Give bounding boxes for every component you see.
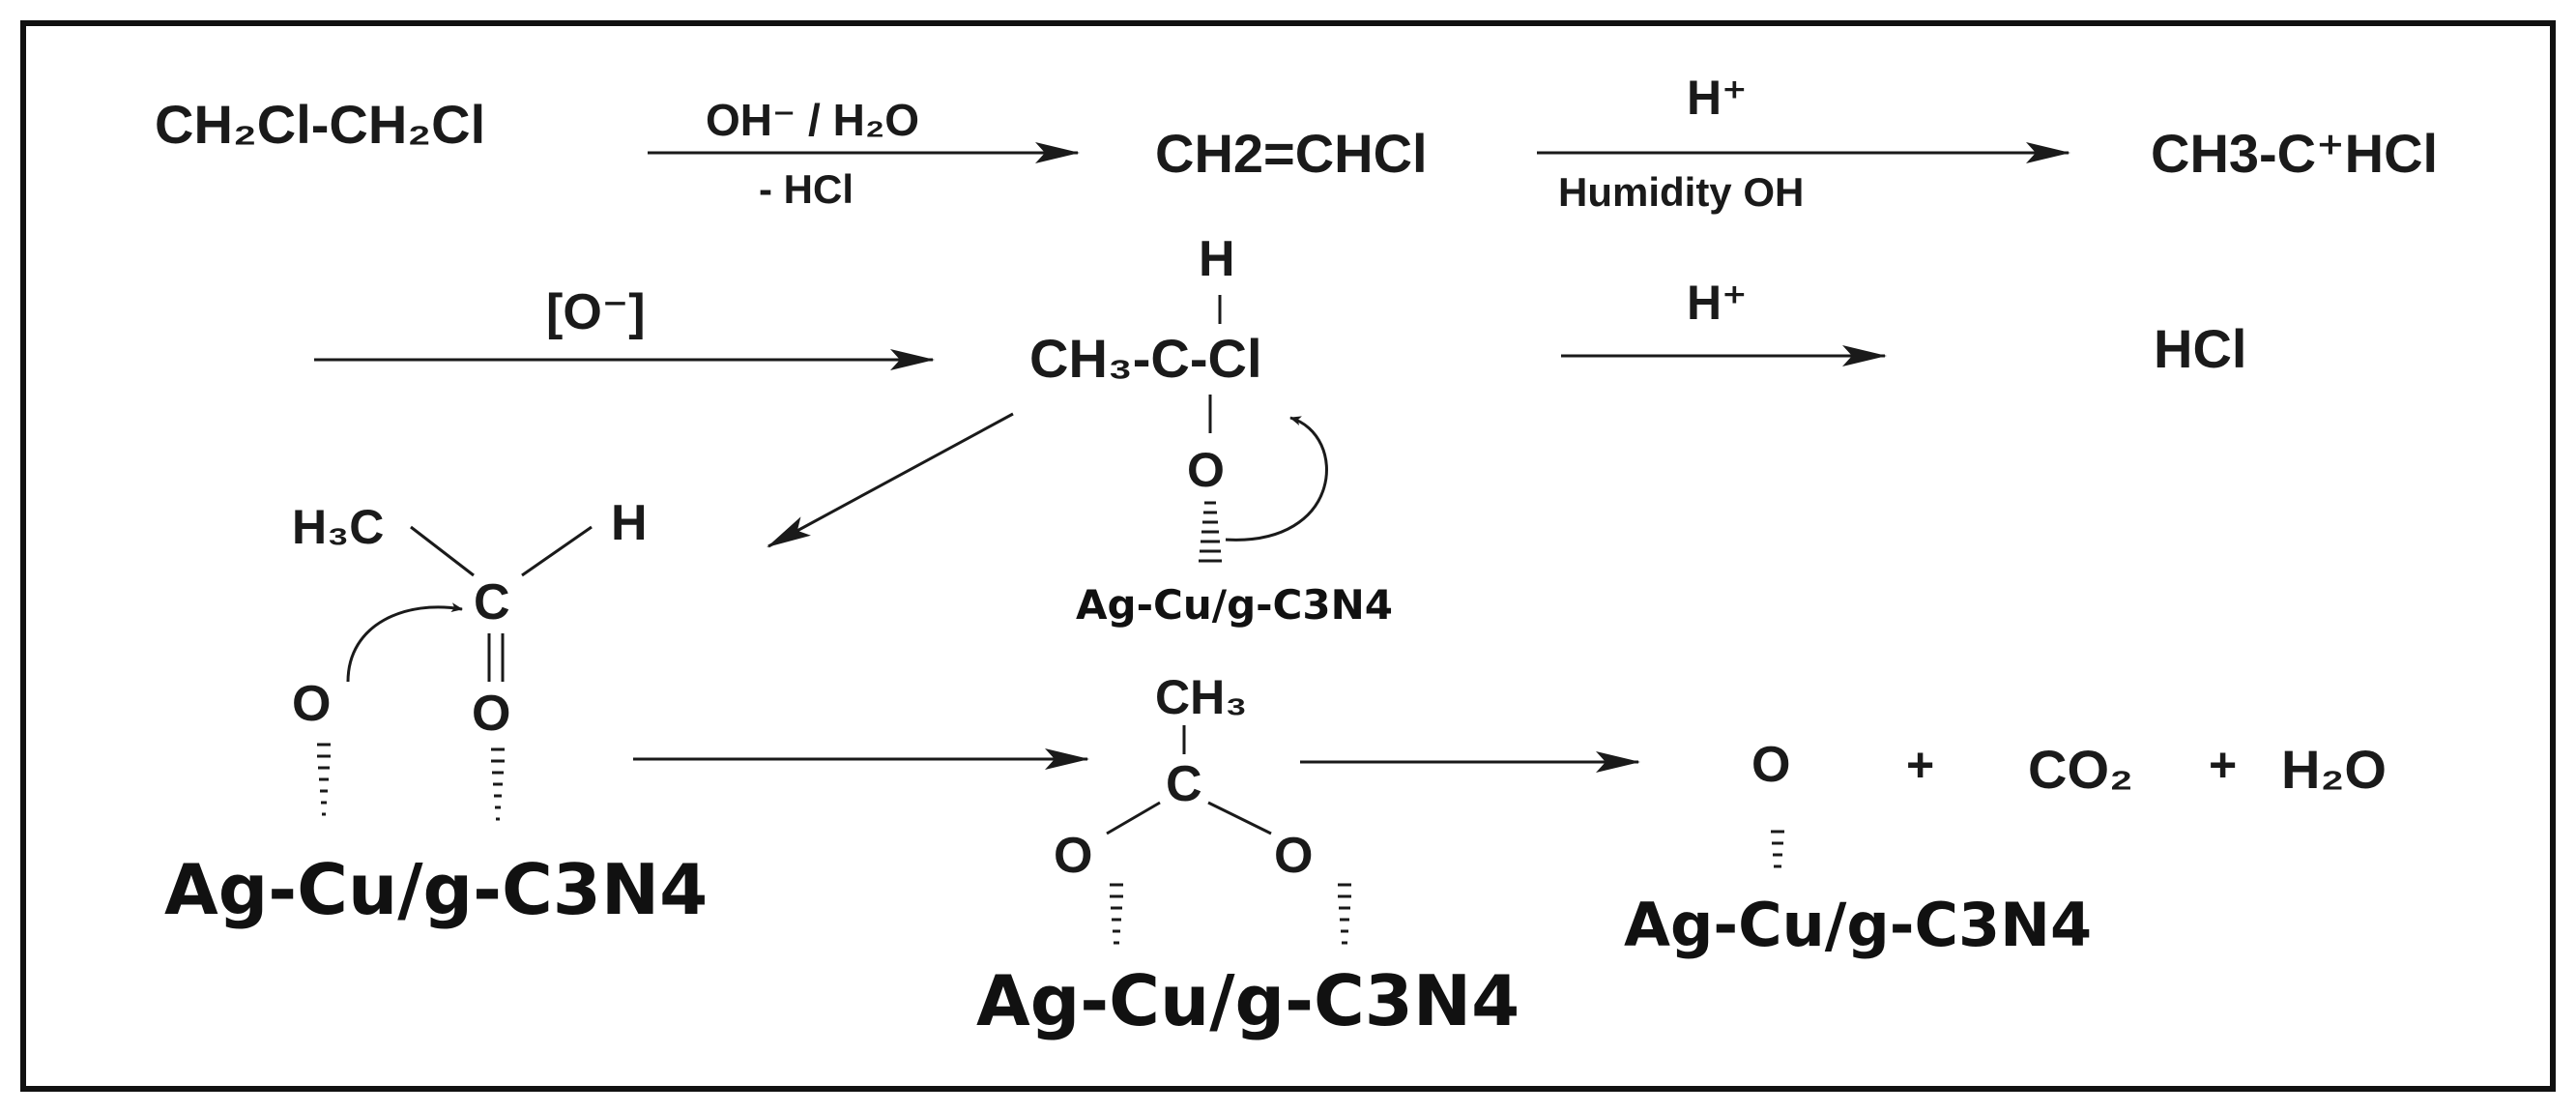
catalyst-label-middle: Ag-Cu/g-C3N4 (976, 960, 1520, 1041)
chloro-intermediate: CH₃-C-Cl (1029, 328, 1262, 389)
surface-bond-hash (1199, 501, 1222, 563)
acetate-methyl: CH₃ (1155, 670, 1247, 724)
bond-c-o-left (1106, 801, 1161, 835)
curved-electron-arrow (1225, 416, 1328, 542)
acetate-carbon: C (1166, 756, 1202, 812)
plus-sign-1: + (1906, 738, 1934, 792)
condition-proton: H⁺ (1687, 71, 1748, 125)
o-atom-adsorbed: O (1187, 443, 1225, 497)
surface-hash-acetate-right (1338, 883, 1351, 945)
condition-minus-hcl: - HCl (759, 166, 854, 212)
h-atom-top: H (1199, 231, 1235, 287)
acetate-oxygen-left: O (1054, 828, 1092, 884)
condition-hydroxide-water: OH⁻ / H₂O (706, 95, 919, 145)
surface-hash-product (1771, 830, 1784, 868)
surface-oxygen-left: O (292, 676, 331, 732)
water: H₂O (2281, 739, 2387, 800)
methyl-group: H₃C (292, 500, 384, 554)
carbon-dioxide: CO₂ (2028, 739, 2133, 800)
surface-hash-acetate-left (1110, 883, 1123, 945)
condition-humidity: Humidity OH (1558, 169, 1804, 215)
curved-attack-arrow (346, 602, 463, 683)
oxidant-label: [O⁻] (546, 284, 646, 340)
product-surface-oxygen: O (1751, 737, 1790, 793)
surface-hash-carbonyl (491, 747, 505, 821)
arrow-to-acetaldehyde (767, 412, 1014, 548)
condition-proton-2: H⁺ (1687, 276, 1748, 330)
hcl-product: HCl (2154, 318, 2246, 379)
carbonyl-oxygen: O (472, 686, 510, 742)
h-atom-aldehyde: H (611, 495, 648, 551)
bond-c-o-right (1207, 801, 1272, 835)
acetate-oxygen-right: O (1274, 828, 1313, 884)
catalyst-label-right: Ag-Cu/g-C3N4 (1624, 890, 2092, 960)
bond-ch3-c (410, 525, 475, 577)
bond-c-h-aldehyde (521, 525, 593, 577)
surface-hash-left (317, 743, 331, 816)
carbonyl-carbon: C (474, 574, 510, 630)
plus-sign-2: + (2209, 738, 2237, 792)
catalyst-label-small: Ag-Cu/g-C3N4 (1076, 581, 1393, 629)
catalyst-label-left: Ag-Cu/g-C3N4 (164, 849, 708, 930)
figure-frame (20, 20, 2556, 1092)
carbocation-product: CH3-C⁺HCl (2151, 123, 2438, 184)
reactant-dichloroethane: CH₂Cl-CH₂Cl (155, 94, 485, 155)
vinyl-chloride: CH2=CHCl (1155, 123, 1428, 184)
